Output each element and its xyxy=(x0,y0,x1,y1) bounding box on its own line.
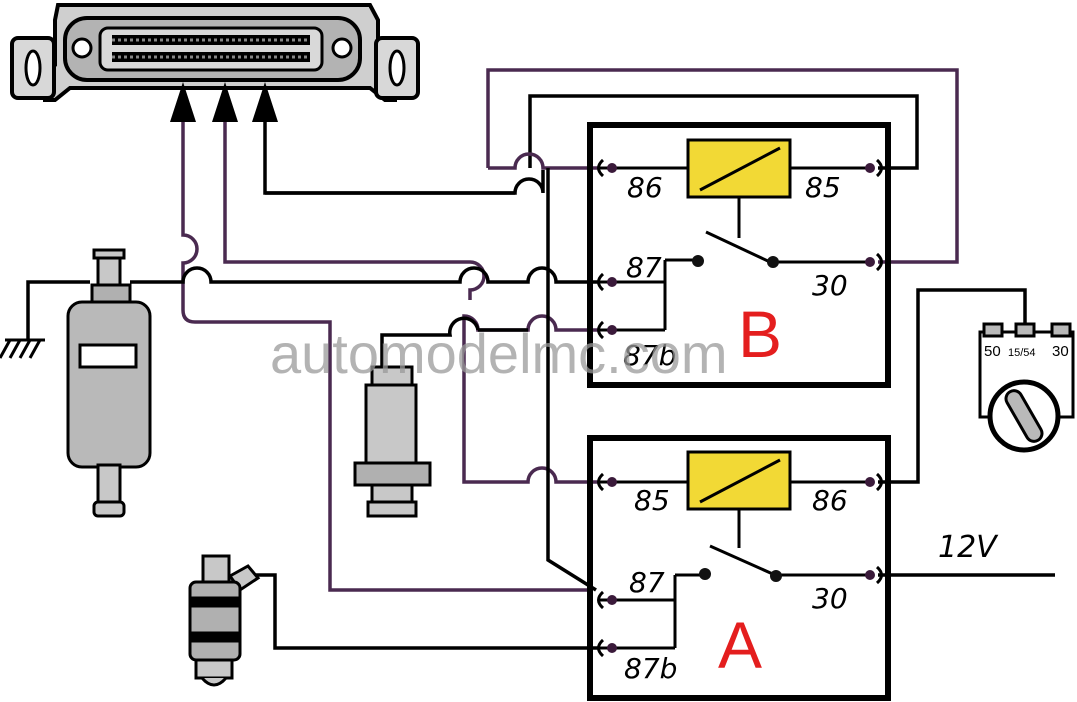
relay-a-pin-86: 86 xyxy=(812,484,848,517)
wire-pump-b87 xyxy=(130,266,600,284)
pressure-valve xyxy=(353,365,432,518)
ecu-connector-unit xyxy=(10,2,420,102)
wire-ecu-3 xyxy=(263,118,545,195)
relay-b: 86 85 87 30 87b B xyxy=(587,122,891,388)
ignition-terminal-15-54: 15/54 xyxy=(1008,347,1036,359)
ignition-switch: 50 15/54 30 xyxy=(978,322,1075,453)
wire-vertical-link xyxy=(546,168,597,592)
relay-b-pin-87b: 87b xyxy=(623,339,676,372)
relay-b-pin-87: 87 xyxy=(626,251,662,284)
wiring xyxy=(26,68,1055,650)
fuel-pump xyxy=(66,248,152,518)
wire-valve xyxy=(380,316,480,372)
relay-b-pin-85: 85 xyxy=(805,171,841,204)
wire-injector xyxy=(250,573,600,650)
ignition-terminal-30: 30 xyxy=(1052,343,1069,360)
relay-a: 85 86 87 30 87b A xyxy=(587,435,891,701)
ground-symbol xyxy=(0,338,45,359)
ecu-arrows xyxy=(170,82,278,122)
wire-ecu-1 xyxy=(181,120,590,592)
ignition-key-slot xyxy=(1004,389,1044,443)
ignition-terminal-50: 50 xyxy=(984,343,1001,360)
supply-voltage-label: 12V xyxy=(938,530,999,565)
relay-a-pin-87: 87 xyxy=(629,566,665,599)
relay-a-letter: A xyxy=(718,608,762,682)
relay-b-pin-30: 30 xyxy=(812,269,848,302)
relay-a-pin-85: 85 xyxy=(634,484,670,517)
relay-b-pin-86: 86 xyxy=(627,171,663,204)
relay-a-pin-30: 30 xyxy=(812,582,848,615)
injector xyxy=(188,554,261,687)
relay-a-pin-87b: 87b xyxy=(624,652,677,685)
wire-ignition xyxy=(878,288,1027,484)
wire-loop-inner xyxy=(528,94,919,170)
relay-b-letter: B xyxy=(738,297,782,371)
watermark: automodelmc.com xyxy=(270,322,728,385)
wire-loop-outer xyxy=(486,68,959,264)
